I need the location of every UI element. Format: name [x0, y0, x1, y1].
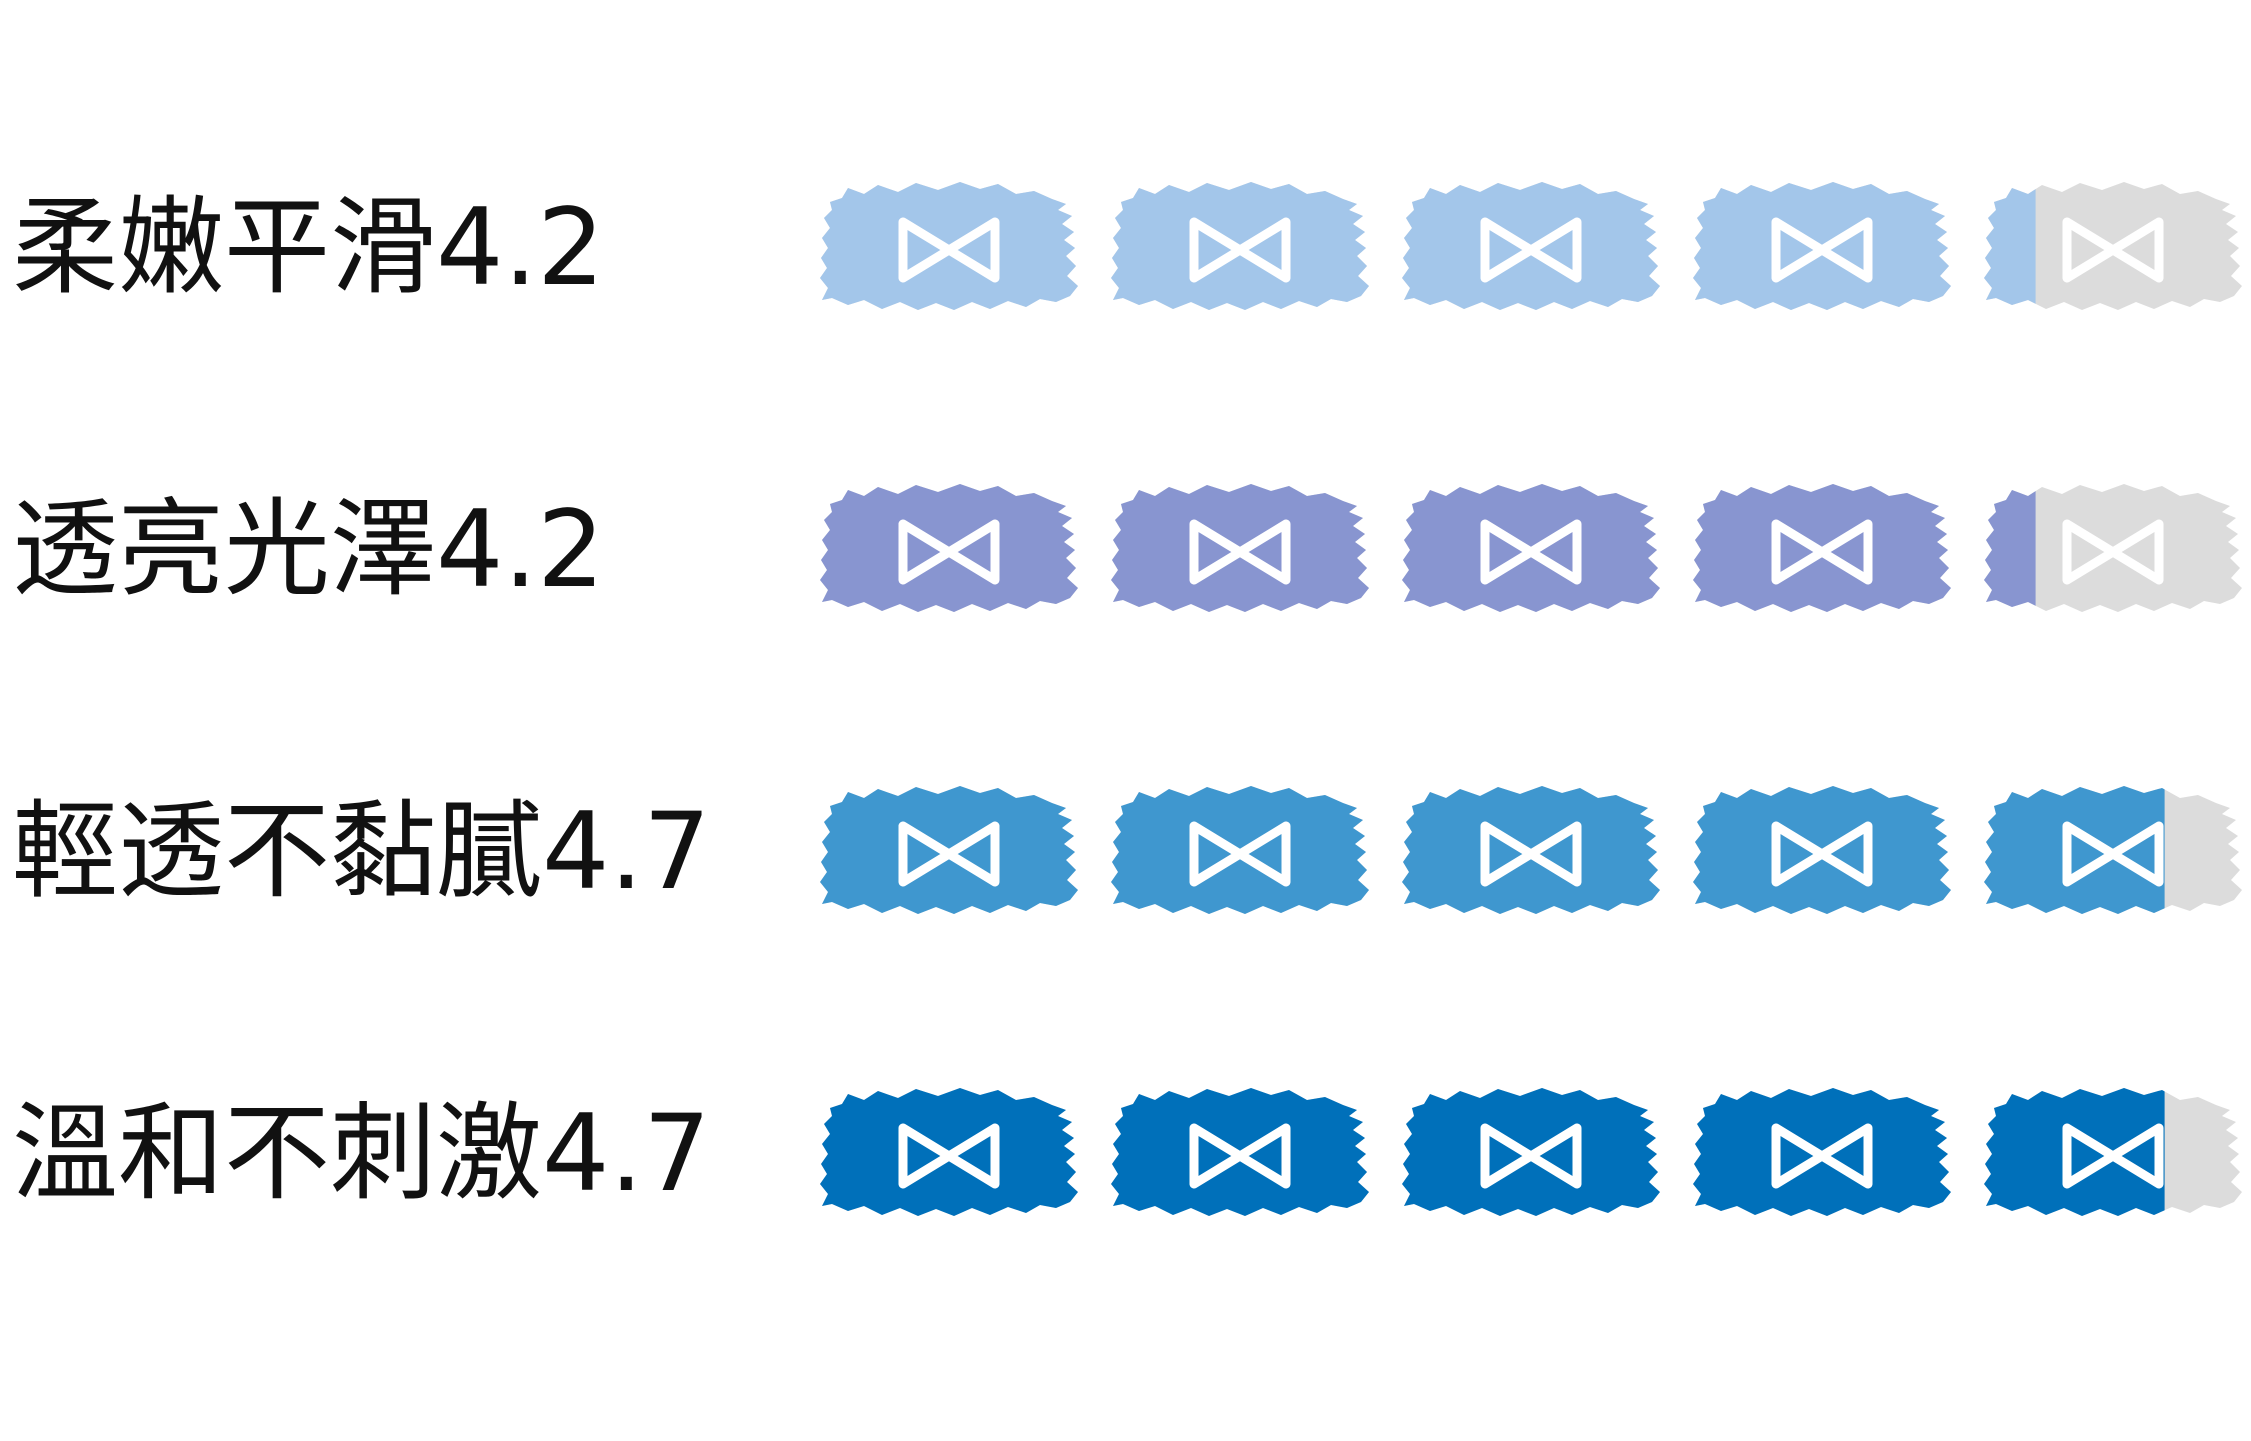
- rating-row: 溫和不刺激4.7: [12, 1088, 2242, 1216]
- rating-unit: [1693, 1088, 1951, 1216]
- rating-unit: [1984, 786, 2242, 914]
- rating-unit: [1984, 182, 2242, 310]
- bowtie-icon: [898, 821, 1000, 887]
- rating-unit: [1693, 484, 1951, 612]
- bowtie-icon: [1480, 1123, 1582, 1189]
- bowtie-icon: [2062, 821, 2164, 887]
- rating-label: 輕透不黏膩4.7: [12, 790, 711, 913]
- rating-row: 透亮光澤4.2: [12, 484, 2242, 612]
- rating-unit: [1111, 484, 1369, 612]
- bowtie-icon: [898, 1123, 1000, 1189]
- rating-unit: [820, 182, 1078, 310]
- rating-row: 輕透不黏膩4.7: [12, 786, 2242, 914]
- rating-label: 溫和不刺激4.7: [12, 1092, 711, 1215]
- rating-unit: [1402, 1088, 1660, 1216]
- bowtie-icon: [898, 217, 1000, 283]
- rating-unit: [1111, 1088, 1369, 1216]
- bowtie-icon: [1771, 519, 1873, 585]
- bowtie-icon: [1189, 217, 1291, 283]
- bowtie-icon: [2062, 217, 2164, 283]
- bowtie-icon: [1189, 1123, 1291, 1189]
- bowtie-icon: [1480, 519, 1582, 585]
- rating-unit: [1111, 182, 1369, 310]
- bowtie-icon: [2062, 1123, 2164, 1189]
- rating-unit: [1402, 786, 1660, 914]
- rating-unit: [1693, 182, 1951, 310]
- rating-unit: [1693, 786, 1951, 914]
- rating-unit: [1402, 182, 1660, 310]
- bowtie-icon: [1189, 821, 1291, 887]
- rating-unit: [820, 1088, 1078, 1216]
- rating-unit: [1984, 484, 2242, 612]
- rating-label: 透亮光澤4.2: [12, 488, 605, 611]
- rating-row: 柔嫩平滑4.2: [12, 182, 2242, 310]
- rating-unit: [820, 786, 1078, 914]
- rating-unit: [820, 484, 1078, 612]
- bowtie-icon: [1771, 821, 1873, 887]
- rating-unit: [1111, 786, 1369, 914]
- bowtie-icon: [1480, 821, 1582, 887]
- bowtie-icon: [2062, 519, 2164, 585]
- rating-label: 柔嫩平滑4.2: [12, 186, 605, 309]
- bowtie-icon: [1480, 217, 1582, 283]
- bowtie-icon: [1189, 519, 1291, 585]
- bowtie-icon: [1771, 217, 1873, 283]
- rating-unit: [1984, 1088, 2242, 1216]
- bowtie-icon: [1771, 1123, 1873, 1189]
- bowtie-icon: [898, 519, 1000, 585]
- rating-unit: [1402, 484, 1660, 612]
